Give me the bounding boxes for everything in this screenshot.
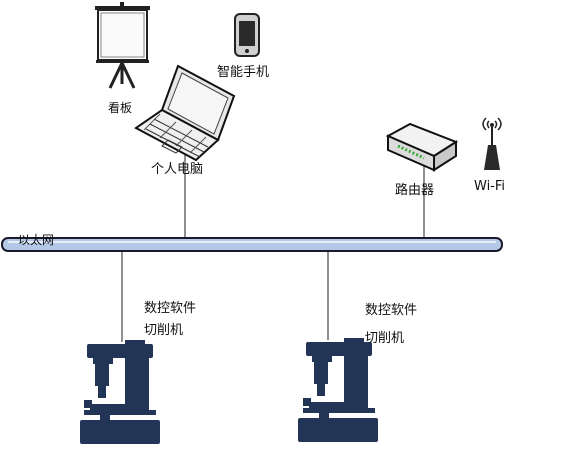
laptop-label: 个人电脑 xyxy=(151,162,204,177)
cnc-machine-icon xyxy=(80,340,160,444)
wifi-antenna-icon xyxy=(482,117,502,170)
machine-left-label-line2: 切削机 xyxy=(144,323,184,338)
wifi-label: Wi-Fi xyxy=(474,179,506,194)
laptop-icon xyxy=(134,64,236,162)
machine-right-label-line1: 数控软件 xyxy=(365,303,418,318)
router-label: 路由器 xyxy=(395,183,435,198)
projection-screen-icon xyxy=(95,2,150,89)
board-label: 看板 xyxy=(108,101,133,115)
ethernet-label: 以太网 xyxy=(18,233,55,247)
cnc-machine-icon xyxy=(298,338,378,442)
machine-left-label-line1: 数控软件 xyxy=(144,301,197,316)
machine-right-label-line2: 切削机 xyxy=(365,331,405,346)
smartphone-label: 智能手机 xyxy=(217,65,270,80)
router-icon xyxy=(385,122,459,172)
smartphone-icon xyxy=(234,13,260,57)
ethernet-bus xyxy=(1,237,503,252)
